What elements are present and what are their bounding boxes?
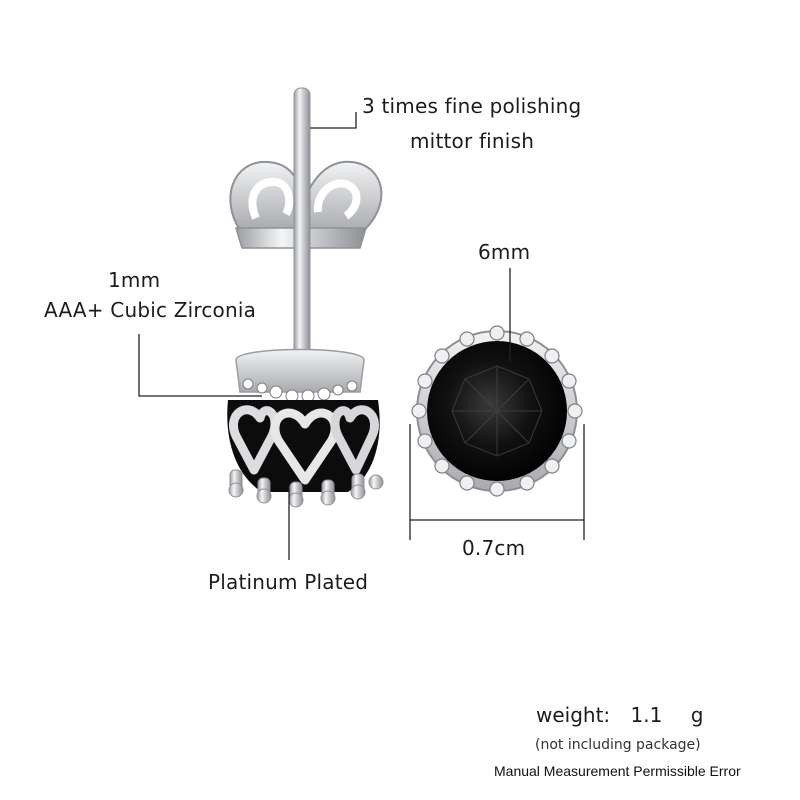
stone-type-label: AAA+ Cubic Zirconia: [44, 298, 257, 322]
weight-unit: g: [690, 703, 704, 727]
polishing-label-line2: mittor finish: [410, 129, 535, 153]
earring-post: [293, 87, 311, 379]
weight-label: weight:: [536, 703, 611, 727]
basket-prongs: [228, 469, 384, 508]
pave-stones: [242, 378, 358, 403]
weight-row: weight: 1.1 g: [536, 703, 703, 727]
plating-label: Platinum Plated: [208, 570, 369, 594]
stone-size-label: 1mm: [108, 268, 161, 292]
butterfly-back: [229, 160, 383, 249]
weight-value: 1.1: [630, 703, 663, 727]
diameter-mm-label: 6mm: [478, 240, 531, 264]
crown-prongs: [411, 325, 583, 497]
heart-gallery: [229, 405, 379, 485]
leader-lines: [138, 112, 585, 560]
side-view-earring: [227, 87, 384, 508]
polishing-label-line1: 3 times fine polishing: [362, 94, 582, 118]
weight-note: (not including package): [535, 737, 701, 753]
measurement-error-note: Manual Measurement Permissible Error: [494, 763, 741, 779]
top-view-earring: [411, 325, 583, 497]
diameter-cm-label: 0.7cm: [462, 536, 526, 560]
